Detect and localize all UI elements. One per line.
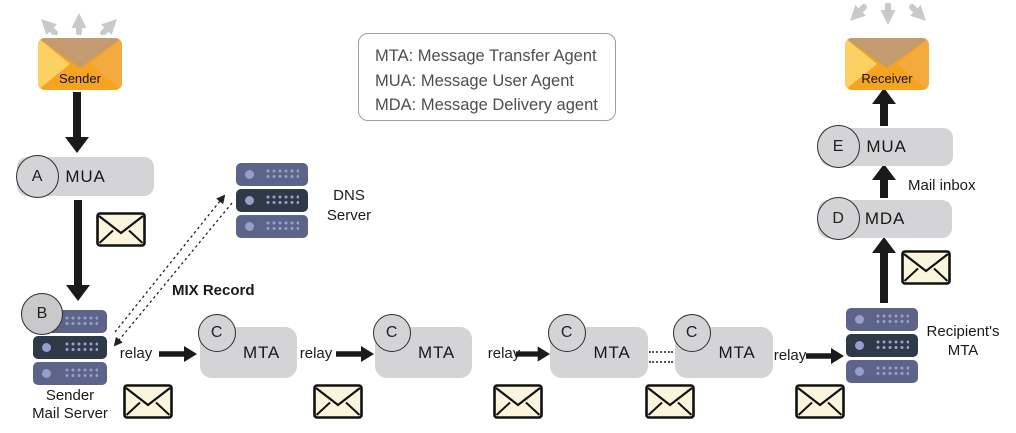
node-mta-4: C MTA xyxy=(673,314,773,378)
relay-arrow-4 xyxy=(806,348,844,364)
incoming-arrows-icon xyxy=(850,3,926,25)
receiver-label: Receiver xyxy=(861,71,913,86)
relay-arrow-3 xyxy=(515,346,550,362)
dns-label-line2: Server xyxy=(326,207,372,224)
dns-label-line1: DNS xyxy=(333,187,365,204)
sender-label: Sender xyxy=(59,71,101,86)
mail-icon xyxy=(645,384,695,419)
mail-icon xyxy=(96,212,146,247)
legend-line-mta: MTA: Message Transfer Agent xyxy=(375,47,597,65)
relay-label-2: relay xyxy=(299,345,333,362)
node-mda-d: D MDA xyxy=(817,197,952,240)
server-bar xyxy=(846,308,918,331)
node-mta-2: C MTA xyxy=(373,314,472,378)
server-bar xyxy=(846,360,918,383)
mix-record-label: MIX Record xyxy=(172,282,255,299)
node-mua-a-label: MUA xyxy=(65,166,106,186)
relay-label-1: relay xyxy=(119,345,153,362)
node-mua-e-label: MUA xyxy=(866,137,907,156)
node-mta-3: C MTA xyxy=(548,314,648,378)
dns-query-arrows xyxy=(113,194,233,347)
recipient-mta-server-icon xyxy=(846,308,918,383)
legend-line-mda: MDA: Message Delivery agent xyxy=(375,96,598,114)
sender-envelope-icon: Sender xyxy=(38,38,122,90)
server-bar xyxy=(33,362,107,385)
sender-mail-server-label-line2: Mail Server xyxy=(32,405,108,422)
node-mda-d-label: MDA xyxy=(864,209,906,228)
recipient-mta-label-line1: Recipient's xyxy=(926,323,1000,340)
badge-c: C xyxy=(673,314,711,352)
relay-arrow-2 xyxy=(336,346,374,362)
relay-label-4: relay xyxy=(773,347,807,364)
badge-c: C xyxy=(198,314,236,352)
badge-b: B xyxy=(21,293,63,335)
mail-icon xyxy=(795,384,845,419)
server-bar xyxy=(236,163,308,186)
server-bar xyxy=(33,336,107,359)
envelope-flap xyxy=(845,38,929,68)
recipient-mta-label: Recipient's MTA xyxy=(917,322,1009,360)
node-mta-2-label: MTA xyxy=(417,342,456,362)
badge-c: C xyxy=(373,314,411,352)
arrow-server-to-mda xyxy=(872,237,896,303)
outgoing-arrows-icon xyxy=(41,13,117,35)
dns-server-icon xyxy=(236,163,308,238)
recipient-mta-label-line2: MTA xyxy=(947,342,979,359)
arrow-mda-to-mua xyxy=(872,164,896,198)
relay-arrow-1 xyxy=(159,346,197,362)
node-mta-1: C MTA xyxy=(198,314,297,378)
sender-mail-server-label: Sender Mail Server xyxy=(10,387,130,423)
badge-e: E xyxy=(817,125,860,168)
node-mta-4-label: MTA xyxy=(718,342,756,362)
mail-icon xyxy=(313,384,363,419)
server-bar xyxy=(846,334,918,357)
arrow-mua-to-mailserver xyxy=(66,200,90,301)
mail-icon xyxy=(901,250,951,285)
mail-inbox-label: Mail inbox xyxy=(908,177,976,194)
server-bar xyxy=(236,189,308,212)
node-mta-3-label: MTA xyxy=(593,342,631,362)
ellipsis-connector xyxy=(649,361,673,363)
mail-icon xyxy=(123,384,173,419)
envelope-flap xyxy=(38,38,122,68)
sender-mail-server-label-line1: Sender xyxy=(45,387,95,404)
server-bar xyxy=(236,215,308,238)
arrow-sender-to-mua xyxy=(65,92,89,153)
mail-icon xyxy=(493,384,543,419)
badge-a: A xyxy=(16,155,59,198)
relay-label-3: relay xyxy=(487,345,521,362)
badge-d: D xyxy=(817,197,860,240)
node-mua-e: E MUA xyxy=(817,125,953,168)
receiver-envelope-icon: Receiver xyxy=(845,38,929,90)
node-mta-1-label: MTA xyxy=(242,342,281,362)
ellipsis-connector xyxy=(649,351,673,353)
arrow-mua-to-receiver xyxy=(872,88,896,126)
legend-line-mua: MUA: Message User Agent xyxy=(375,71,574,90)
node-mua-a: A MUA xyxy=(16,155,154,198)
dns-server-label: DNS Server xyxy=(320,186,378,226)
legend-box: MTA: Message Transfer Agent MUA: Message… xyxy=(358,33,616,121)
badge-c: C xyxy=(548,314,586,352)
